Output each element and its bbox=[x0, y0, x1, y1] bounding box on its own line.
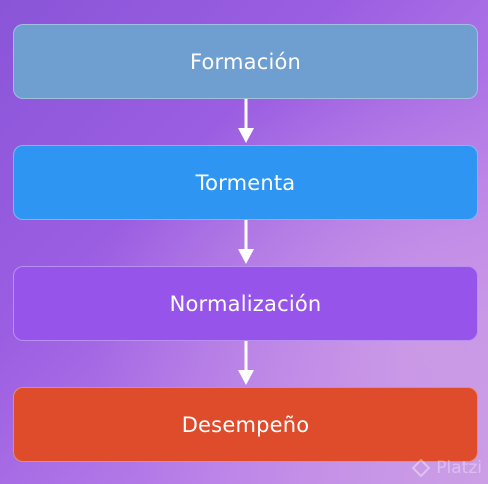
stage-formacion: Formación bbox=[13, 24, 478, 99]
stage-label: Tormenta bbox=[195, 170, 296, 195]
platzi-watermark: Platzi bbox=[412, 458, 482, 478]
stage-desempeno: Desempeño bbox=[13, 387, 478, 462]
arrow-down-icon bbox=[238, 220, 254, 264]
watermark-text: Platzi bbox=[436, 458, 482, 478]
platzi-logo-icon bbox=[412, 459, 431, 477]
stage-label: Formación bbox=[189, 49, 302, 74]
stage-label: Desempeño bbox=[181, 412, 310, 437]
arrow-down-icon bbox=[238, 341, 254, 385]
stage-normalizacion: Normalización bbox=[13, 266, 478, 341]
stage-label: Normalización bbox=[169, 291, 322, 316]
arrow-down-icon bbox=[238, 99, 254, 143]
stage-tormenta: Tormenta bbox=[13, 145, 478, 220]
